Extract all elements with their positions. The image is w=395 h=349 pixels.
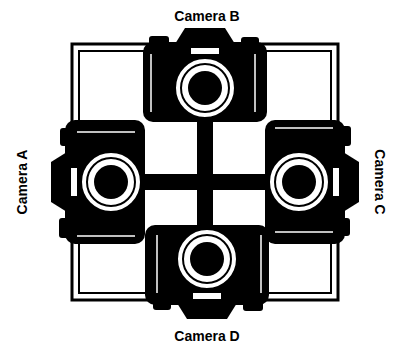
camera-prism xyxy=(51,152,67,212)
lens-glass xyxy=(94,165,128,199)
camera-label-holder: Camera D xyxy=(174,327,239,343)
camera-badge xyxy=(333,168,339,196)
camera-housing xyxy=(65,120,145,244)
camera-label: Camera B xyxy=(174,8,239,24)
camera-body xyxy=(145,225,269,319)
lens-glass xyxy=(190,242,224,276)
lens-inner-ring xyxy=(275,158,323,206)
camera-label-holder: Camera A xyxy=(13,150,29,215)
camera-prism xyxy=(175,28,235,44)
camera-prism xyxy=(343,152,359,212)
camera-label: Camera A xyxy=(14,150,30,215)
lens-glass xyxy=(282,165,316,199)
camera-body xyxy=(51,120,145,244)
camera-housing xyxy=(143,42,267,122)
camera-body xyxy=(143,28,267,122)
camera-housing xyxy=(265,120,345,244)
camera-body xyxy=(265,120,359,244)
lens-ring xyxy=(269,152,329,212)
cameras xyxy=(51,28,359,319)
camera-badge xyxy=(71,168,77,196)
frame-outer xyxy=(72,44,338,300)
camera-badge xyxy=(193,293,221,299)
lens-ring xyxy=(175,58,235,118)
lens-inner-ring xyxy=(87,158,135,206)
camera-housing xyxy=(145,225,269,305)
lens-inner-ring xyxy=(183,235,231,283)
lens-ring xyxy=(177,229,237,289)
camera-label-holder: Camera C xyxy=(373,149,389,214)
camera-label-holder: Camera B xyxy=(174,7,239,23)
frame-inner xyxy=(79,51,331,293)
lens-ring xyxy=(81,152,141,212)
camera-label: Camera C xyxy=(372,149,388,214)
camera-prism xyxy=(177,303,237,319)
rig-frame xyxy=(72,44,338,300)
camera-badge xyxy=(191,48,219,54)
lens-inner-ring xyxy=(181,64,229,112)
camera-label: Camera D xyxy=(174,328,239,344)
lens-glass xyxy=(188,71,222,105)
